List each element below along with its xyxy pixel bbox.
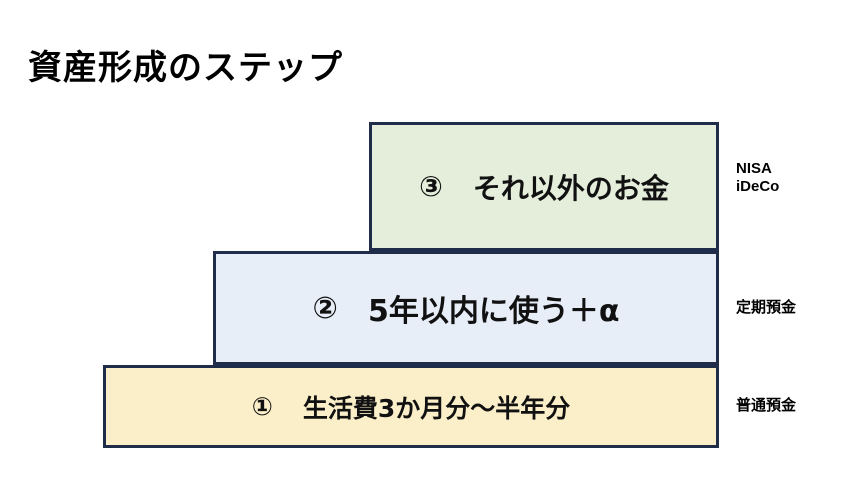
step-2-number: ② — [312, 290, 338, 326]
step-2-account-label: 定期預金 — [736, 299, 796, 317]
page-title: 資産形成のステップ — [28, 48, 343, 88]
step-3-box: ③ それ以外のお金 — [369, 122, 719, 251]
step-1-number: ① — [251, 392, 273, 421]
step-3-number: ③ — [419, 170, 443, 203]
nisa-label: NISA — [736, 160, 772, 177]
step-3-label: それ以外のお金 — [472, 171, 669, 205]
step-2-label: 5年以内に使う＋α — [367, 294, 620, 329]
step-1-label: 生活費3か月分～半年分 — [302, 393, 571, 423]
step-3-account-label: NISA iDeCo — [736, 160, 779, 196]
step-1-account-label: 普通預金 — [736, 397, 796, 415]
ordinary-deposit-label: 普通預金 — [736, 397, 797, 414]
time-deposit-label: 定期預金 — [736, 299, 797, 316]
step-1-box: ① 生活費3か月分～半年分 — [103, 365, 719, 448]
step-2-box: ② 5年以内に使う＋α — [213, 251, 719, 365]
ideco-label: iDeCo — [736, 178, 780, 195]
